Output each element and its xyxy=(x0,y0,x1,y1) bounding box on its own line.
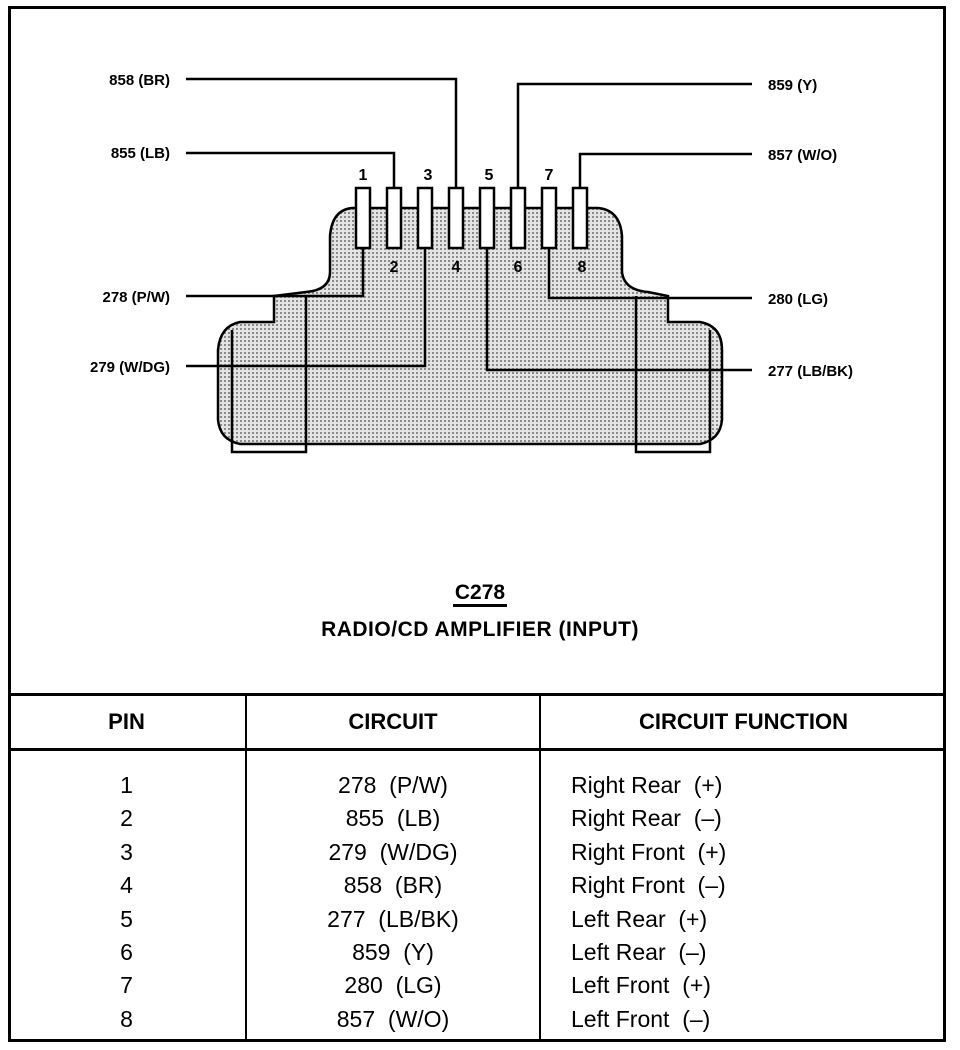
pin-number-8: 8 xyxy=(578,259,587,276)
function-cell: Right Front (+) xyxy=(571,838,727,865)
pin-cell: 5 xyxy=(120,905,133,932)
pin-terminal-5 xyxy=(478,186,496,250)
wire-label-277: 277 (LB/BK) xyxy=(768,363,853,380)
circuit-cell: 277 (LB/BK) xyxy=(327,905,459,932)
pin-terminal-3 xyxy=(416,186,434,250)
circuit-cell: 278 (P/W) xyxy=(338,772,448,798)
wire-label-857: 857 (W/O) xyxy=(768,147,837,164)
wire-label-858: 858 (BR) xyxy=(109,72,170,89)
pin-terminal-6 xyxy=(509,186,527,250)
circuit-column: 278 (P/W) 855 (LB) 279 (W/DG) 858 (BR) 2… xyxy=(245,749,540,1042)
pin-terminal-8 xyxy=(571,186,589,250)
function-cell: Left Rear (+) xyxy=(571,905,708,932)
pin-number-7: 7 xyxy=(545,167,554,184)
pin-cell: 3 xyxy=(120,838,133,865)
connector-diagram: 1 3 5 7 2 4 6 8 858 (BR) 855 (LB) 278 (P… xyxy=(90,72,853,454)
pin-terminal-4 xyxy=(447,186,465,250)
connector-id: C278 xyxy=(0,581,960,607)
function-cell: Left Rear (–) xyxy=(571,939,707,966)
pin-terminal-2 xyxy=(385,186,403,250)
wire-label-855: 855 (LB) xyxy=(111,145,170,162)
circuit-cell: 857 (W/O) xyxy=(336,1005,450,1032)
pin-cell: 1 xyxy=(120,772,133,798)
wire-858 xyxy=(186,77,458,188)
pin-cell: 4 xyxy=(120,872,133,899)
wire-855 xyxy=(186,151,396,188)
pin-cell: 7 xyxy=(120,972,133,999)
pin-number-5: 5 xyxy=(485,167,494,184)
header-circuit-function: CIRCUIT FUNCTION xyxy=(539,693,946,751)
function-cell: Left Front (+) xyxy=(571,972,711,999)
pinout-table: PIN CIRCUIT CIRCUIT FUNCTION 1 2 3 4 5 6… xyxy=(8,693,946,1042)
wire-label-280: 280 (LG) xyxy=(768,291,828,308)
circuit-cell: 279 (W/DG) xyxy=(328,838,458,865)
wire-278 xyxy=(186,248,365,298)
function-cell: Right Rear (+) xyxy=(571,772,723,798)
wire-label-859: 859 (Y) xyxy=(768,77,817,94)
housing-left-channel xyxy=(230,296,308,454)
pin-number-1: 1 xyxy=(359,167,368,184)
wire-lines xyxy=(186,77,752,372)
housing-right-channel xyxy=(634,296,712,454)
wire-859 xyxy=(516,82,752,188)
pin-cell: 6 xyxy=(120,939,133,966)
pin-number-4: 4 xyxy=(452,259,461,276)
function-cell: Left Front (–) xyxy=(571,1005,711,1032)
circuit-cell: 859 (Y) xyxy=(352,939,434,966)
pin-cell: 2 xyxy=(120,805,133,832)
wire-277 xyxy=(485,248,752,372)
pin-cell: 8 xyxy=(120,1005,133,1032)
connector-id-text: C278 xyxy=(452,581,508,607)
pin-number-6: 6 xyxy=(514,259,523,276)
connector-housing xyxy=(216,206,724,446)
wire-280 xyxy=(547,248,752,300)
pin-terminal-1 xyxy=(354,186,372,250)
circuit-cell: 280 (LG) xyxy=(344,972,442,999)
header-circuit: CIRCUIT xyxy=(245,693,540,751)
table-header-row: PIN CIRCUIT CIRCUIT FUNCTION xyxy=(8,693,946,751)
wire-label-278: 278 (P/W) xyxy=(102,289,170,306)
wire-857 xyxy=(578,152,752,188)
function-cell: Right Front (–) xyxy=(571,872,726,899)
wire-label-279: 279 (W/DG) xyxy=(90,359,170,376)
pin-number-2: 2 xyxy=(390,259,399,276)
pin-column: 1 2 3 4 5 6 7 8 xyxy=(8,750,246,1043)
table-body-row: 1 2 3 4 5 6 7 8 278 (P/W) 855 (LB) 279 (… xyxy=(8,749,946,1043)
circuit-cell: 855 (LB) xyxy=(345,805,441,832)
connector-name: RADIO/CD AMPLIFIER (INPUT) xyxy=(321,618,639,641)
circuit-function-column: Right Rear (+) Right Rear (–) Right Fron… xyxy=(539,749,946,1042)
pin-terminals xyxy=(354,186,589,250)
pin-number-3: 3 xyxy=(424,167,433,184)
pin-terminal-7 xyxy=(540,186,558,250)
wire-279 xyxy=(186,248,427,368)
circuit-cell: 858 (BR) xyxy=(343,872,443,899)
function-cell: Right Rear (–) xyxy=(571,805,722,832)
header-pin: PIN xyxy=(8,693,246,751)
